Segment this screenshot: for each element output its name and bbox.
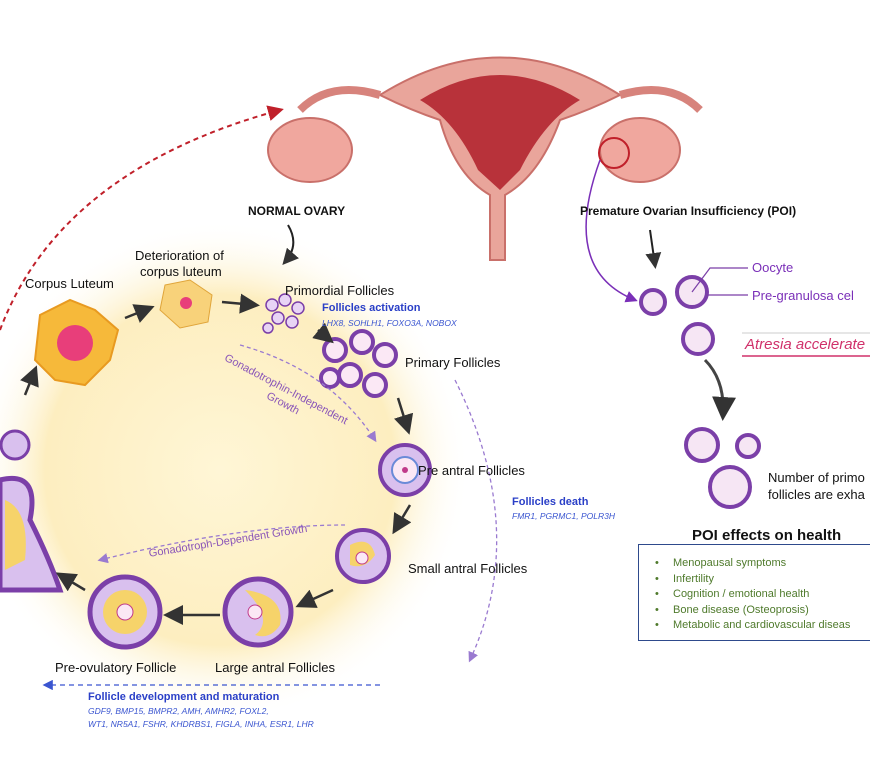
cycle-arrows xyxy=(20,293,414,625)
poi-zoom-arrow xyxy=(585,159,638,303)
development-genes-2: WT1, NR5A1, FSHR, KHDRBS1, FIGLA, INHA, … xyxy=(88,719,314,729)
poi-health-title: POI effects on health xyxy=(684,527,850,544)
health-item: Infertility xyxy=(655,572,850,588)
development-genes-1: GDF9, BMP15, BMPR2, AMH, AMHR2, FOXL2, xyxy=(88,706,269,716)
preantral-follicle xyxy=(378,443,432,497)
death-title: Follicles death xyxy=(512,496,589,508)
deterioration-label-1: Deterioration of xyxy=(135,248,224,263)
exhausted-label-2: follicles are exha xyxy=(768,487,865,502)
poi-follicles xyxy=(639,275,761,509)
small-antral-label: Small antral Follicles xyxy=(408,561,528,576)
death-genes: FMR1, PGRMC1, POLR3H xyxy=(512,511,615,521)
large-antral-label: Large antral Follicles xyxy=(215,660,335,675)
poi-label: Premature Ovarian Insufficiency (POI) xyxy=(580,204,797,218)
corpus-luteum-illustration xyxy=(33,298,120,387)
health-item: Bone disease (Osteoprosis) xyxy=(655,603,850,619)
uterus-illustration xyxy=(267,56,703,261)
preovulatory-follicle xyxy=(87,574,163,650)
poi-health-box xyxy=(638,544,870,641)
atresia-label: Atresia accelerate xyxy=(745,336,866,353)
large-antral-follicle xyxy=(222,576,294,648)
primary-follicles xyxy=(319,329,398,398)
primordial-follicles xyxy=(262,293,305,334)
activation-title: Follicles activation xyxy=(322,302,421,314)
exhausted-label-1: Number of primo xyxy=(768,470,865,485)
activation-genes: LHX8, SOHLH1, FOXO3A, NOBOX xyxy=(322,318,457,328)
primary-label: Primary Follicles xyxy=(405,355,501,370)
ovulating-follicle xyxy=(0,429,64,593)
ovary-return-arrow xyxy=(0,105,284,331)
health-item: Menopausal symptoms xyxy=(655,556,850,572)
small-antral-follicle xyxy=(335,528,391,584)
deterioration-label-2: corpus luteum xyxy=(140,264,222,279)
poi-health-list: Menopausal symptoms Infertility Cognitio… xyxy=(655,556,850,634)
primordial-label: Primordial Follicles xyxy=(285,283,395,298)
deteriorating-corpus-luteum xyxy=(159,279,213,329)
preantral-label: Pre antral Follicles xyxy=(418,463,525,478)
normal-ovary-label: NORMAL OVARY xyxy=(248,204,346,218)
pregranulosa-label: Pre-granulosa cel xyxy=(752,288,854,303)
preovulatory-label: Pre-ovulatory Follicle xyxy=(55,660,177,675)
corpus-luteum-label: Corpus Luteum xyxy=(25,276,114,291)
health-item: Cognition / emotional health xyxy=(655,587,850,603)
oocyte-label: Oocyte xyxy=(752,260,794,275)
development-title: Follicle development and maturation xyxy=(88,691,280,703)
health-item: Metabolic and cardiovascular diseas xyxy=(655,618,850,634)
